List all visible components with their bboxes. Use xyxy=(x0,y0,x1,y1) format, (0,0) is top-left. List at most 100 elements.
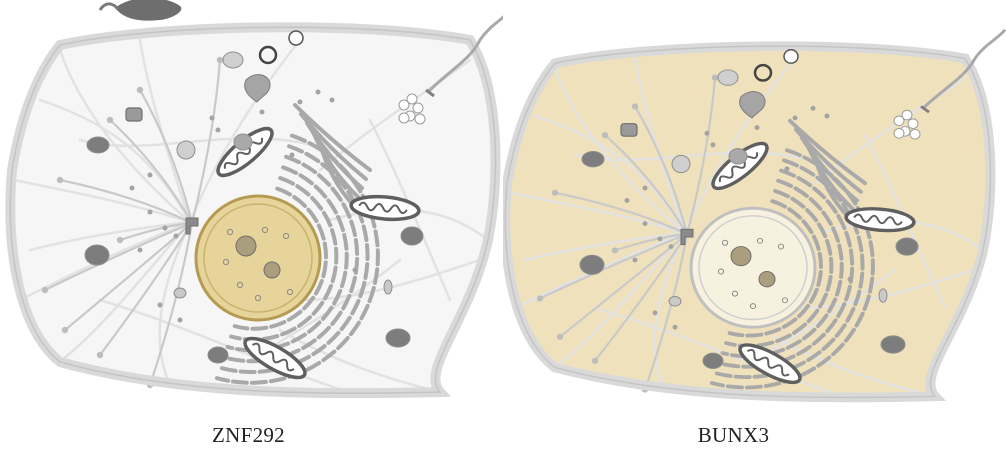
vacuole-cluster xyxy=(909,128,921,140)
vesicle xyxy=(702,352,724,369)
vesicle xyxy=(671,154,691,174)
microtubule-end xyxy=(56,176,64,184)
microtubule xyxy=(190,58,222,225)
mitochondrion xyxy=(738,343,802,385)
golgi-cisterna xyxy=(311,130,360,199)
granule xyxy=(642,185,648,191)
basal-body xyxy=(425,88,435,98)
granule xyxy=(209,115,215,121)
mitochondrion-cristae xyxy=(718,152,759,183)
peroxisome xyxy=(620,123,638,137)
mitochondrion-cristae xyxy=(358,201,408,215)
microtubule xyxy=(58,178,194,225)
er-cisterna xyxy=(727,199,823,338)
microtubule-end xyxy=(41,286,49,294)
cytoskeleton-filament xyxy=(158,220,192,387)
microtubule-end xyxy=(216,56,224,64)
granule xyxy=(297,99,303,105)
microtubule-end xyxy=(556,333,564,340)
centrosome xyxy=(185,217,199,235)
cytoskeleton-filament xyxy=(28,220,192,252)
nuclear-body xyxy=(222,258,230,266)
cytoskeleton-filament xyxy=(508,191,687,235)
microtubule-end xyxy=(611,247,619,254)
vacuole-cluster xyxy=(893,128,905,139)
granule xyxy=(289,152,295,158)
microtubule-end xyxy=(601,132,609,139)
granule xyxy=(162,225,168,231)
cell-art xyxy=(5,15,503,399)
centriole-cross-section xyxy=(783,49,799,64)
nucleolus xyxy=(758,271,776,288)
vacuole-cluster xyxy=(412,102,424,114)
granule xyxy=(642,221,648,226)
mitochondrion-cristae xyxy=(223,137,264,169)
vacuole-cluster xyxy=(893,115,905,127)
cytoskeleton xyxy=(13,38,490,397)
centriole-cross-section xyxy=(288,30,304,46)
microtubule-end xyxy=(536,295,544,302)
golgi-cisterna xyxy=(806,144,855,212)
microtubule xyxy=(643,233,689,391)
nuclear-body xyxy=(236,281,244,289)
cytoskeleton-filament xyxy=(683,57,797,235)
cytoskeleton-filament xyxy=(593,306,857,401)
granule xyxy=(824,113,830,119)
microtubule xyxy=(138,88,194,225)
granule xyxy=(157,302,163,308)
basal-body xyxy=(920,105,930,114)
cropped-organelle-fragment xyxy=(98,0,182,21)
endosome xyxy=(739,91,766,119)
mitochondrion-cristae xyxy=(746,348,790,377)
microtubules xyxy=(536,74,719,393)
cell-panel-znf292: ZNF292 xyxy=(5,0,503,447)
nuclear-body xyxy=(254,294,262,302)
granule xyxy=(792,115,798,121)
granule xyxy=(147,209,153,215)
microtubule xyxy=(685,76,717,236)
vesicle xyxy=(86,136,110,154)
granule xyxy=(847,276,853,282)
granule xyxy=(259,109,265,115)
golgi-apparatus xyxy=(293,103,372,208)
centriole xyxy=(753,63,773,82)
vacuole-cluster xyxy=(907,118,919,129)
vesicle xyxy=(383,279,393,295)
centriole xyxy=(258,45,278,65)
nuclear-body xyxy=(756,237,764,244)
nuclear-body xyxy=(261,226,269,234)
microtubule-end xyxy=(631,103,639,110)
microtubule xyxy=(148,221,194,387)
cytoskeleton-filament xyxy=(60,220,192,362)
vesicle xyxy=(173,287,187,299)
vesicle xyxy=(581,151,605,168)
granule xyxy=(137,247,143,253)
microtubule xyxy=(593,233,689,362)
granule xyxy=(177,317,183,323)
cell-diagram xyxy=(503,28,1006,403)
nucleolus xyxy=(235,235,257,257)
microtubule-end xyxy=(116,236,124,244)
granule xyxy=(652,310,658,316)
vesicle xyxy=(728,148,748,165)
golgi-cisterna xyxy=(788,118,867,186)
vesicle xyxy=(207,346,229,364)
cilium xyxy=(921,28,1006,110)
mitochondrion-cristae xyxy=(853,213,903,226)
granule xyxy=(704,130,710,136)
microtubule xyxy=(98,221,194,357)
nuclear-body xyxy=(226,228,234,236)
microtubule-end xyxy=(551,189,559,196)
vesicle xyxy=(895,237,919,256)
nuclear-body xyxy=(717,268,725,275)
vesicle xyxy=(668,296,682,307)
microtubules xyxy=(41,56,224,389)
cytoskeleton-filament xyxy=(98,298,362,397)
golgi-cisterna xyxy=(305,121,364,190)
granule xyxy=(329,97,335,103)
vesicle xyxy=(400,226,424,246)
vacuole-cluster xyxy=(414,113,426,125)
cell-panel-bunx3: BUNX3 xyxy=(503,0,1006,452)
golgi-cisterna xyxy=(317,139,356,208)
peroxisome xyxy=(125,107,143,122)
